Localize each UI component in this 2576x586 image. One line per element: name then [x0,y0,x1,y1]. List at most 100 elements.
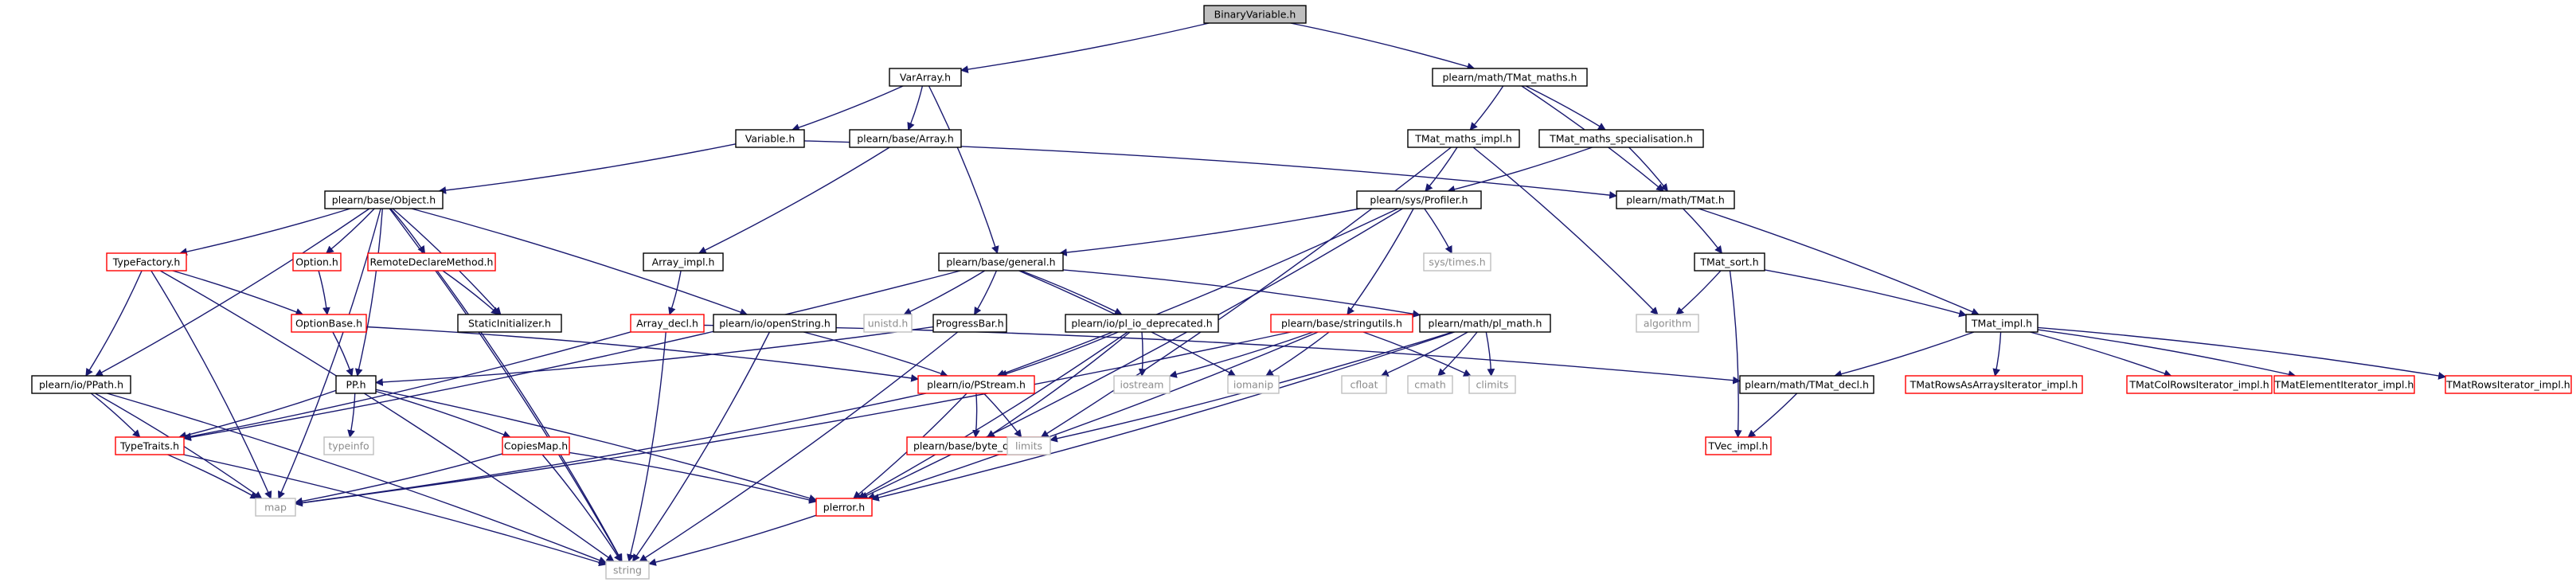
node-ppath[interactable]: plearn/io/PPath.h [31,375,131,394]
node-label-tmat_maths: plearn/math/TMat_maths.h [1443,72,1577,84]
node-array_decl[interactable]: Array_decl.h [630,314,705,333]
edge-optionbase-to-pstream [365,326,919,382]
node-progressbar[interactable]: ProgressBar.h [932,314,1007,333]
node-tmatcolrows[interactable]: TMatColRowsIterator_impl.h [2126,375,2273,394]
edge-openstring-to-pstream [803,331,948,377]
node-vararray[interactable]: VarArray.h [889,68,962,87]
node-box-pl_math [1419,314,1551,333]
node-climits: climits [1468,375,1516,394]
node-iostream: iostream [1113,375,1171,394]
node-label-array_impl: Array_impl.h [652,256,715,268]
edge-pp-to-plerror [375,389,817,502]
node-label-string: string [613,565,642,576]
node-optionbase[interactable]: OptionBase.h [291,314,367,333]
edge-tmat_impl-to-tmatrows_arrays [1992,331,2002,377]
edge-ppath-to-string [107,393,607,565]
node-staticinit[interactable]: StaticInitializer.h [457,314,562,333]
node-label-profiler: plearn/sys/Profiler.h [1370,194,1468,206]
node-label-ppath: plearn/io/PPath.h [39,379,123,391]
edge-openstring-to-string [632,331,771,562]
edge-variable-to-tmat [803,140,1617,199]
node-pp[interactable]: PP.h [335,375,377,394]
edge-progressbar-to-string [639,331,959,562]
node-box-algorithm [1636,314,1699,333]
node-tmatrows_arrays[interactable]: TMatRowsAsArraysIterator_impl.h [1905,375,2083,394]
node-label-remotedeclare: RemoteDeclareMethod.h [370,256,494,268]
edge-tmat_maths_spec-to-profiler [1447,146,1593,193]
node-label-optionbase: OptionBase.h [295,318,362,330]
node-pstream[interactable]: plearn/io/PStream.h [917,375,1035,394]
node-typetraits[interactable]: TypeTraits.h [115,436,185,455]
edge-variable-to-object [438,143,737,194]
node-label-tmat_decl: plearn/math/TMat_decl.h [1745,379,1869,391]
node-tmat_maths_spec[interactable]: TMat_maths_specialisation.h [1538,129,1704,148]
node-box-typetraits [115,436,185,455]
edge-binaryvariable-to-vararray [960,22,1210,73]
node-label-iomanip: iomanip [1233,379,1273,391]
node-array[interactable]: plearn/base/Array.h [849,129,962,148]
node-object[interactable]: plearn/base/Object.h [324,190,444,209]
node-tmat_impl[interactable]: TMat_impl.h [1965,314,2039,333]
node-box-staticinit [457,314,562,333]
node-box-tmatelem [2273,375,2415,394]
node-box-tmat_impl [1965,314,2039,333]
node-box-map [255,498,296,517]
edge-tmat_maths-to-tmat_maths_spec [1525,85,1606,131]
node-profiler[interactable]: plearn/sys/Profiler.h [1356,190,1482,209]
node-cfloat: cfloat [1341,375,1387,394]
node-tmatelem[interactable]: TMatElementIterator_impl.h [2273,375,2415,394]
node-box-array [849,129,962,148]
node-label-tmatelem: TMatElementIterator_impl.h [2274,379,2414,391]
node-tmat_maths[interactable]: plearn/math/TMat_maths.h [1432,68,1588,87]
edge-typefactory-to-string [159,270,615,562]
node-label-copiesmap: CopiesMap.h [504,440,568,452]
node-pl_math[interactable]: plearn/math/pl_math.h [1419,314,1551,333]
node-tmat[interactable]: plearn/math/TMat.h [1616,190,1735,209]
node-cmath: cmath [1407,375,1453,394]
edge-array_decl-to-typetraits [183,331,631,440]
node-pl_io_dep[interactable]: plearn/io/pl_io_deprecated.h [1065,314,1219,333]
edge-typefactory-to-map [150,270,272,499]
edge-tmat-to-tmat_sort [1683,208,1722,254]
edge-tmat_impl-to-tmat_decl [1834,331,1975,378]
node-box-tmatcolrows [2126,375,2273,394]
node-typefactory[interactable]: TypeFactory.h [106,252,187,272]
edge-pstream-to-limits [983,393,1022,438]
node-stringutils[interactable]: plearn/base/stringutils.h [1270,314,1413,333]
node-plerror[interactable]: plerror.h [815,498,873,517]
node-box-binaryvariable [1203,5,1307,24]
node-tvec_impl[interactable]: TVec_impl.h [1705,436,1772,455]
node-box-systimes [1423,252,1491,272]
node-remotedeclare[interactable]: RemoteDeclareMethod.h [367,252,496,272]
node-label-typeinfo: typeinfo [328,440,369,452]
edge-typefactory-to-optionbase [172,270,304,316]
node-copiesmap[interactable]: CopiesMap.h [502,436,570,455]
node-tmat_decl[interactable]: plearn/math/TMat_decl.h [1739,375,1874,394]
node-binaryvariable[interactable]: BinaryVariable.h [1203,5,1307,24]
node-label-stringutils: plearn/base/stringutils.h [1281,318,1402,330]
edge-typefactory-to-ppath [85,270,143,377]
node-box-tmatrows [2445,375,2572,394]
edge-object-to-pp [354,208,383,377]
node-label-pstream: plearn/io/PStream.h [927,379,1026,391]
node-tmatrows[interactable]: TMatRowsIterator_impl.h [2445,375,2572,394]
node-box-pl_io_dep [1065,314,1219,333]
node-array_impl[interactable]: Array_impl.h [643,252,724,272]
edge-vararray-to-general [928,85,999,254]
node-label-tmatrows_arrays: TMatRowsAsArraysIterator_impl.h [1910,379,2078,391]
node-tmat_sort[interactable]: TMat_sort.h [1694,252,1765,272]
node-label-object: plearn/base/Object.h [332,194,436,206]
node-general[interactable]: plearn/base/general.h [938,252,1064,272]
edge-pl_io_dep-to-pstream [999,331,1119,377]
node-option[interactable]: Option.h [292,252,342,272]
node-box-unistd [863,314,913,333]
edge-object-to-option [326,208,375,254]
node-openstring[interactable]: plearn/io/openString.h [713,314,837,333]
node-tmat_maths_impl[interactable]: TMat_maths_impl.h [1407,129,1520,148]
node-box-option [292,252,342,272]
node-box-plerror [815,498,873,517]
node-variable[interactable]: Variable.h [735,129,805,148]
node-label-iostream: iostream [1120,379,1164,391]
edge-profiler-to-plerror [859,208,1403,499]
edge-pl_math-to-cfloat [1380,331,1468,377]
